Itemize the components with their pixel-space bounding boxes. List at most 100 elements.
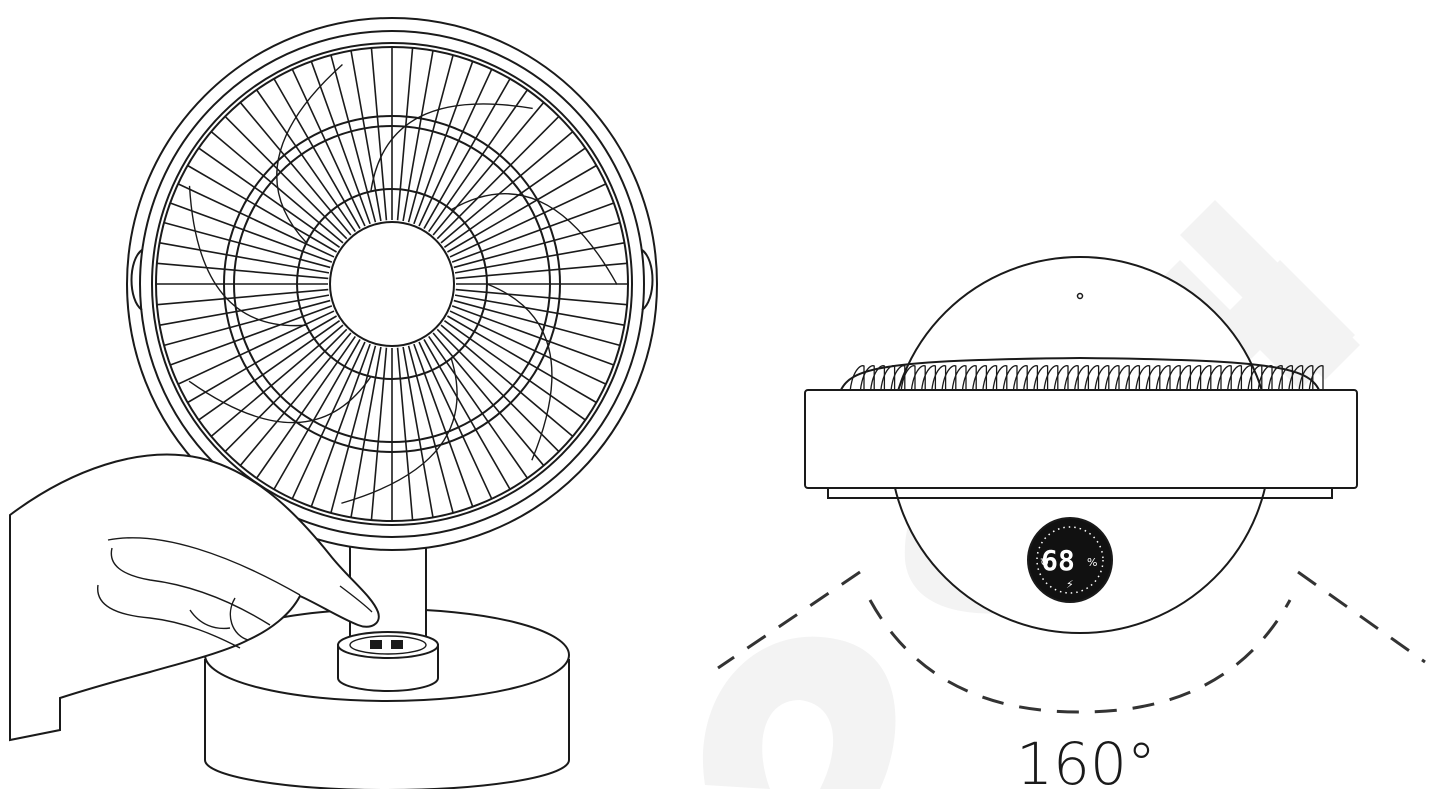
grille-spoke — [224, 328, 348, 453]
grille-spoke — [156, 288, 329, 306]
rotation-angle-label: 160° — [1016, 730, 1156, 789]
top-grille-rib — [1073, 365, 1090, 393]
top-view-grille — [849, 365, 1324, 393]
top-grille-rib — [1185, 365, 1202, 393]
grille-spoke — [455, 262, 628, 280]
grille-spoke — [177, 310, 335, 385]
grille-spoke — [436, 328, 560, 453]
grille-spoke — [418, 341, 493, 500]
top-grille-rib — [1032, 365, 1049, 393]
top-view-display: 68 % ↻ ⚡ — [1027, 517, 1113, 603]
grille-spoke — [402, 50, 434, 222]
display-unit: % — [1087, 556, 1097, 569]
grille-spoke — [156, 262, 329, 280]
grille-spoke — [453, 299, 621, 347]
grille-spoke — [177, 183, 335, 258]
grille-spoke — [169, 305, 333, 366]
top-grille-rib — [1196, 365, 1212, 393]
top-grille-rib — [981, 365, 998, 393]
grille-spoke — [428, 335, 529, 479]
grille-spoke — [451, 202, 615, 263]
top-grille-rib — [1063, 365, 1079, 393]
rotation-arc — [868, 599, 1292, 714]
display-bolt-icon: ⚡ — [1066, 578, 1074, 591]
grille-spoke — [447, 164, 597, 253]
fan-blade — [188, 185, 307, 327]
top-grille-rib — [1155, 365, 1171, 393]
grille-spoke — [163, 299, 331, 347]
grille-spoke — [273, 78, 361, 229]
top-grille-rib — [992, 365, 1008, 393]
grille-spoke — [436, 115, 560, 240]
grille-spoke — [407, 54, 454, 223]
top-grille-rib — [1104, 365, 1120, 393]
fan-blade — [486, 283, 553, 461]
top-grille-rib — [1124, 365, 1141, 393]
top-grille-rib — [1308, 365, 1324, 393]
grille-spoke — [255, 335, 356, 479]
top-grille-rib — [941, 365, 957, 393]
grille-spoke — [198, 147, 341, 248]
grille-spoke — [330, 54, 377, 223]
grille-spoke — [449, 183, 607, 258]
fan-top-view: 68 % ↻ ⚡ 160° — [717, 256, 1426, 789]
grille-spoke — [291, 341, 366, 500]
control-knob — [337, 631, 439, 692]
grille-spoke — [370, 47, 388, 221]
top-grille-rib — [879, 365, 896, 393]
top-grille-rib — [900, 365, 916, 393]
top-grille-rib — [1083, 365, 1100, 393]
top-grille-rib — [859, 365, 875, 393]
grille-spoke — [163, 221, 331, 269]
grille-spoke — [239, 332, 352, 467]
grille-spoke — [187, 164, 337, 253]
fan-blade — [450, 193, 618, 285]
grille-spoke — [423, 339, 511, 490]
top-grille-rib — [1236, 365, 1253, 393]
top-grille-rib — [910, 365, 926, 393]
top-grille-rib — [1226, 365, 1243, 393]
grille-spoke — [455, 288, 628, 306]
grille-spoke — [224, 115, 348, 240]
grille-spoke — [453, 221, 621, 269]
top-grille-rib — [1002, 365, 1018, 393]
hand-illustration — [9, 453, 380, 742]
right-limit-line — [1297, 570, 1426, 664]
grille-spoke — [396, 47, 414, 221]
top-grille-rib — [890, 365, 906, 393]
top-grille-rib — [1043, 365, 1059, 393]
top-grille-rib — [1216, 365, 1232, 393]
grille-spoke — [413, 343, 474, 507]
top-grille-rib — [1175, 365, 1192, 393]
grille-spoke — [310, 343, 371, 507]
top-grille-rib — [1267, 365, 1283, 393]
grille-spoke — [440, 131, 574, 244]
top-grille-rib — [1165, 365, 1181, 393]
grille-spoke — [449, 310, 607, 385]
left-limit-line — [717, 570, 861, 670]
fan-side-view — [9, 17, 658, 789]
fan-blade — [341, 358, 458, 504]
display-value: 68 — [1041, 544, 1075, 577]
fan-head — [126, 17, 658, 551]
grille-spoke — [432, 101, 545, 236]
grille-spoke — [407, 345, 454, 514]
top-grille-rib — [849, 365, 865, 393]
grille-spoke — [187, 315, 337, 404]
top-view-base — [804, 389, 1358, 489]
top-grille-rib — [1134, 365, 1151, 393]
top-grille-rib — [1298, 365, 1314, 393]
grille-spoke — [413, 61, 474, 225]
top-grille-rib — [920, 365, 937, 393]
grille-spoke — [396, 347, 414, 521]
top-grille-rib — [1094, 365, 1110, 393]
grille-spoke — [159, 242, 330, 274]
knob-display-icon — [370, 640, 403, 649]
grille-spoke — [169, 202, 333, 263]
display-mode-icon: ↻ — [1040, 556, 1049, 569]
grille-spoke — [159, 294, 330, 326]
fan-blade — [276, 64, 343, 244]
grille-spoke — [418, 68, 493, 227]
top-grille-rib — [1022, 365, 1039, 393]
